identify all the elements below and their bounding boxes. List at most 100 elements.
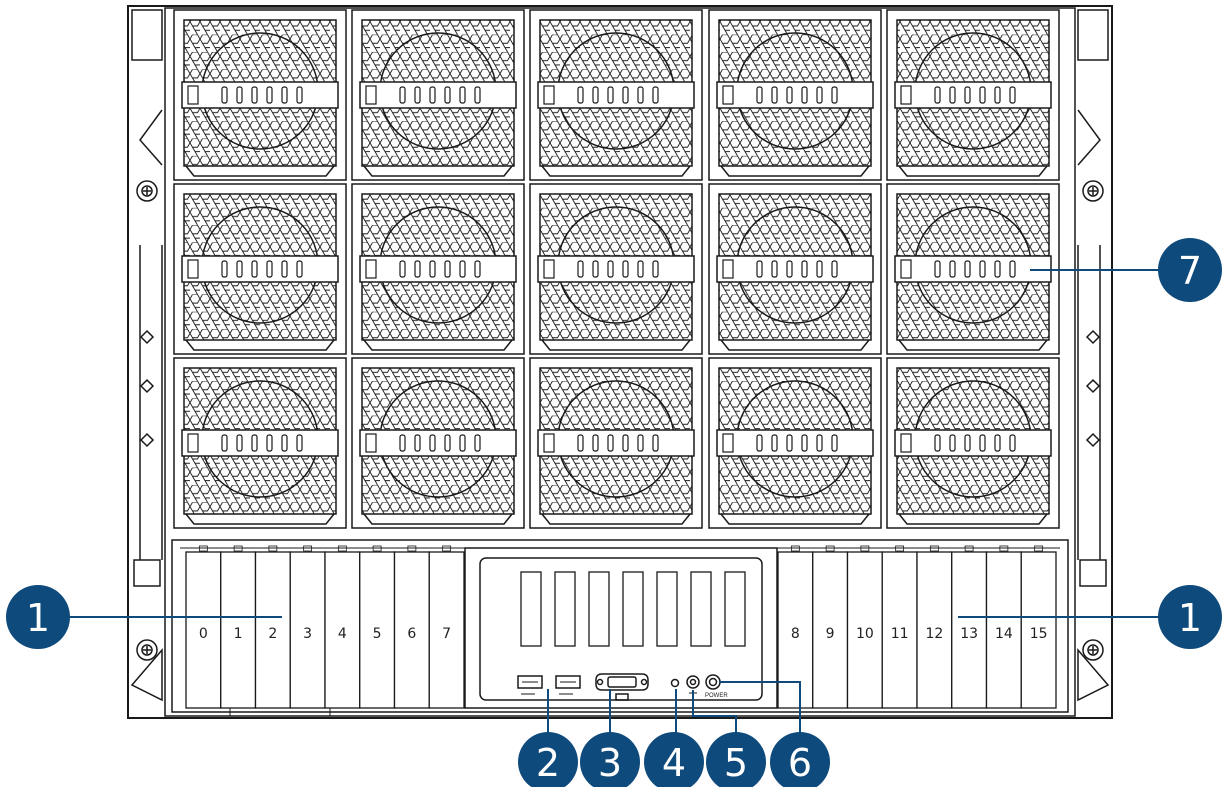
callout-2: 2 [518,732,578,787]
drive-bay[interactable]: 14 [985,545,1022,709]
fan-module [529,357,703,529]
callout-5: 5 [706,732,766,787]
drive-bay-label: 1 [234,626,243,642]
fan-handle [359,81,517,109]
callout-3-number: 3 [598,741,622,785]
drive-bay-label: 13 [960,626,978,642]
expansion-slot [520,571,542,647]
drive-bay[interactable]: 6 [393,545,430,709]
drive-bay-label: 9 [826,626,835,642]
expansion-slot [588,571,610,647]
fan-module [173,9,347,181]
power-button [705,674,721,690]
drive-bay[interactable]: 2 [254,545,291,709]
fan-handle [894,429,1052,457]
drive-bay-label: 7 [442,626,451,642]
fan-handle [716,429,874,457]
right-rail-screw-bottom [1082,639,1104,661]
fan-module-grid [173,9,1060,529]
drive-bay[interactable]: 7 [428,545,465,709]
chassis [127,5,1113,719]
drive-bay-label: 5 [373,626,382,642]
callout-4: 4 [644,732,704,787]
drive-bay-label: 3 [303,626,312,642]
fan-module [351,183,525,355]
left-rail-screw-top [136,180,158,202]
drive-bay[interactable]: 4 [324,545,361,709]
drive-bay[interactable]: 15 [1020,545,1057,709]
fan-module [173,183,347,355]
drive-bay[interactable]: 12 [916,545,953,709]
callout-1-right-number: 1 [1178,596,1202,640]
drive-bay-label: 4 [338,626,347,642]
fan-module [529,183,703,355]
fan-module [173,357,347,529]
callout-7: 7 [1158,238,1222,302]
expansion-slot [554,571,576,647]
fan-handle [537,255,695,283]
right-rail-screw-top [1082,180,1104,202]
fan-module [886,357,1060,529]
fan-handle [359,255,517,283]
callout-1-left: 1 [6,585,70,649]
drive-bay[interactable]: 11 [881,545,918,709]
fan-handle [537,429,695,457]
expansion-slot [724,571,746,647]
fan-module [708,357,882,529]
fan-handle [716,81,874,109]
callout-4-number: 4 [662,741,686,785]
drive-bay[interactable]: 1 [220,545,257,709]
drive-bay-label: 14 [995,626,1013,642]
fan-module [708,9,882,181]
fan-handle [894,81,1052,109]
left-rail [130,9,163,702]
expansion-slot [656,571,678,647]
drive-bay[interactable]: 8 [777,545,814,709]
drive-bay-label: 10 [856,626,874,642]
usb-port-1 [517,675,543,695]
drive-bay[interactable]: 0 [185,545,222,709]
fan-handle [359,429,517,457]
left-rail-screw-bottom [136,639,158,661]
fan-handle [181,81,339,109]
drive-bay[interactable]: 10 [846,545,883,709]
expansion-slot [622,571,644,647]
fan-module [886,9,1060,181]
callout-1-right: 1 [1158,585,1222,649]
fan-module [351,9,525,181]
drive-bay-label: 11 [891,626,909,642]
drive-bay-label: 2 [268,626,277,642]
usb-port-2 [555,675,581,695]
right-rail [1077,9,1110,702]
fan-module [708,183,882,355]
fan-handle [537,81,695,109]
callout-5-number: 5 [724,741,748,785]
expansion-slots [520,571,746,647]
fan-handle [716,255,874,283]
callout-1-left-number: 1 [26,596,50,640]
drive-bay[interactable]: 3 [289,545,326,709]
drive-bay[interactable]: 9 [812,545,849,709]
fan-module [351,357,525,529]
fan-handle [181,255,339,283]
callout-6: 6 [770,732,830,787]
fan-module [529,9,703,181]
expansion-slot [690,571,712,647]
drive-bay[interactable]: 5 [359,545,396,709]
callout-2-number: 2 [536,741,560,785]
power-label: POWER [705,693,728,699]
fan-handle [894,255,1052,283]
fan-module [886,183,1060,355]
callout-7-number: 7 [1178,249,1202,293]
drive-bay-label: 15 [1030,626,1048,642]
drive-bay-label: 12 [925,626,943,642]
callout-6-number: 6 [788,741,812,785]
callout-3: 3 [580,732,640,787]
drive-bay[interactable]: 13 [951,545,988,709]
right-rail-diamonds [1085,329,1101,448]
left-rail-diamonds [139,329,155,448]
drive-bay-label: 0 [199,626,208,642]
